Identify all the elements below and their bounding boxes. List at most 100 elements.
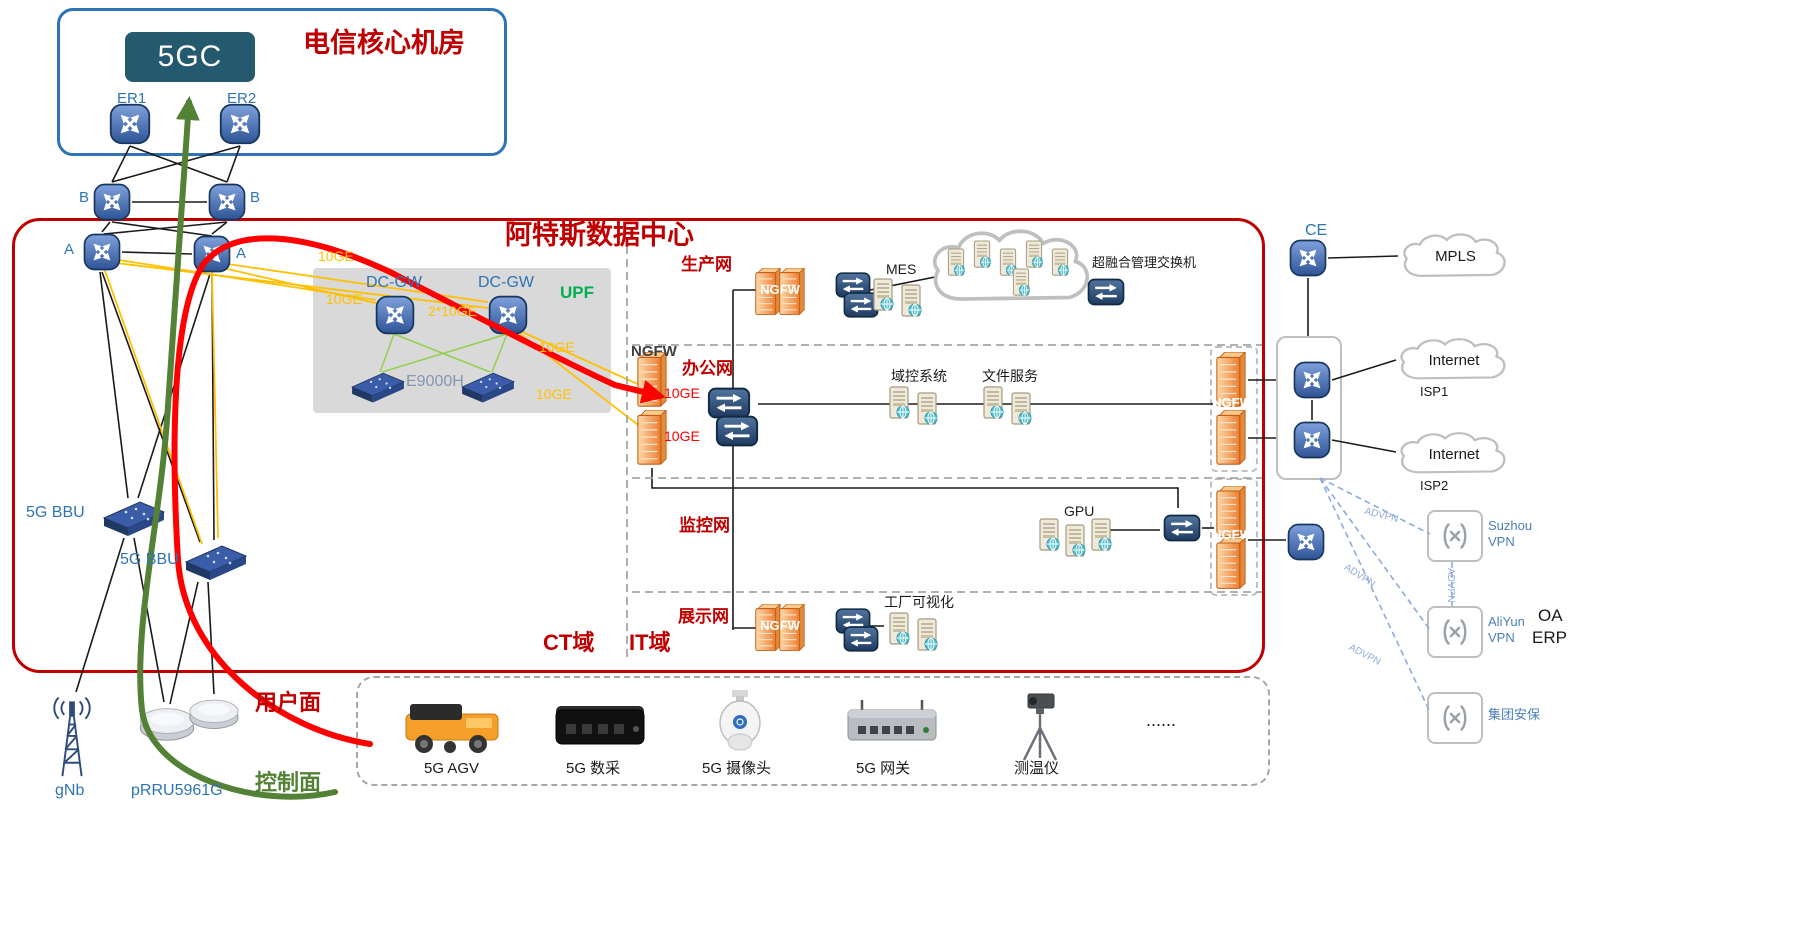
wan-ngfw-enclosure <box>1210 346 1258 472</box>
office-ngfw-icon <box>637 410 667 466</box>
advpn-label: ADVPN <box>1445 568 1456 603</box>
gateway-device-icon <box>842 698 942 752</box>
bbu2-label: 5G BBU <box>120 551 179 568</box>
10ge-label: 10GE <box>536 386 572 402</box>
domain-system-label: 域控系统 <box>891 368 947 384</box>
group-security-label: 集团安保 <box>1488 707 1541 722</box>
suzhou-vpn-label: Suzhou VPN <box>1488 518 1533 550</box>
cloud-server-icon <box>971 240 993 269</box>
control-plane-label: 控制面 <box>255 770 322 795</box>
isp2-label: ISP2 <box>1420 478 1449 493</box>
prod-ngfw-label: NGFW <box>760 282 800 297</box>
10ge-label: 10GE <box>318 248 354 264</box>
bbu1-label: 5G BBU <box>26 504 85 521</box>
display-net-label: 展示网 <box>678 607 729 626</box>
10ge-label: 10GE <box>664 428 700 444</box>
thermometer-label: 测温仪 <box>1014 760 1060 777</box>
router-er1-icon <box>108 102 152 146</box>
gpu-server-icon <box>1062 524 1088 558</box>
cloud-server-icon <box>1023 240 1045 269</box>
monitor-ngfw-icon <box>1216 538 1246 590</box>
monitor-switch-icon <box>1162 508 1202 548</box>
router-dcgw1-icon <box>374 294 416 336</box>
10ge-label: 10GE <box>539 339 575 355</box>
office-switch-icon <box>714 408 760 454</box>
bbu2-icon <box>180 540 252 584</box>
10ge-label: 10GE <box>664 385 700 401</box>
agv-device-icon <box>400 696 504 758</box>
cloud-server-icon <box>945 248 967 277</box>
ce-label: CE <box>1305 222 1328 239</box>
router-b2-icon <box>207 182 247 222</box>
mes-server-icon <box>898 284 924 318</box>
prru-label: pRRU5961G <box>131 782 223 799</box>
gateway-label: 5G 网关 <box>856 760 911 777</box>
dcgw2-label: DC-GW <box>478 274 534 291</box>
internet-router2-icon <box>1292 420 1332 460</box>
camera-device-icon <box>710 688 770 758</box>
gpu-server-icon <box>1088 518 1114 552</box>
er2-label: ER2 <box>227 90 257 107</box>
mes-server-icon <box>870 278 896 312</box>
isp1-label: ISP1 <box>1420 384 1449 399</box>
internet2-label: Internet <box>1428 446 1480 463</box>
10ge-label: 10GE <box>326 291 362 307</box>
suzhou-vpn-gateway-icon <box>1437 518 1473 554</box>
group-security-gateway-icon <box>1437 700 1473 736</box>
wan-ngfw-label: NGFW <box>1212 395 1252 410</box>
daq-label: 5G 数采 <box>566 760 621 777</box>
er1-label: ER1 <box>117 90 147 107</box>
e9000h-label: E9000H <box>406 373 464 390</box>
telecom-room-title: 电信核心机房 <box>303 28 465 58</box>
file-server-icon <box>1008 392 1034 426</box>
internet-router1-icon <box>1292 360 1332 400</box>
domain-server-icon <box>886 386 912 420</box>
office-ngfw-icon <box>637 352 667 408</box>
viz-server-icon <box>886 612 912 646</box>
router-a1-label: A <box>64 241 75 258</box>
advpn-label: ADVPN <box>1346 642 1383 668</box>
cloud-server-icon <box>1049 248 1071 277</box>
router-b1-icon <box>92 182 132 222</box>
oa-label: OA <box>1538 606 1563 625</box>
internet-router-enclosure <box>1276 336 1342 480</box>
gnb-label: gNb <box>55 782 85 799</box>
it-domain-label: IT域 <box>629 630 671 655</box>
wan-ngfw-icon <box>1216 410 1246 466</box>
hci-switch-icon <box>1086 272 1126 312</box>
factory-viz-label: 工厂可视化 <box>884 594 954 610</box>
aliyun-vpn-gateway-icon <box>1437 614 1473 650</box>
internet1-label: Internet <box>1428 352 1480 369</box>
office-net-label: 办公网 <box>682 359 733 378</box>
ct-domain-label: CT域 <box>543 630 595 655</box>
router-a1-icon <box>82 232 122 272</box>
group-security-box <box>1427 692 1483 744</box>
display-switch-icon <box>842 620 880 658</box>
cloud-server-icon <box>1010 268 1032 297</box>
5gc-label: 5GC <box>157 40 223 73</box>
viz-server-icon <box>914 618 940 652</box>
daq-device-icon <box>552 700 648 752</box>
router-er2-icon <box>218 102 262 146</box>
datacenter-title: 阿特斯数据中心 <box>505 220 694 250</box>
agv-label: 5G AGV <box>424 760 480 777</box>
router-b1-label: B <box>79 189 90 206</box>
camera-label: 5G 摄像头 <box>702 760 772 777</box>
thermometer-device-icon <box>1010 688 1070 764</box>
monitor-ngfw-enclosure <box>1210 478 1258 596</box>
dcgw-link-label: 2*10GE <box>428 303 478 319</box>
display-ngfw-label: NGFW <box>760 618 800 633</box>
domain-server-icon <box>914 392 940 426</box>
more-devices-label: ...... <box>1146 710 1177 730</box>
gpu-server-icon <box>1036 518 1062 552</box>
router-b2-label: B <box>250 189 261 206</box>
office-ngfw-label: NGFW <box>631 343 677 360</box>
gpu-label: GPU <box>1064 503 1095 519</box>
router-a2-icon <box>192 234 232 274</box>
monitor-net-label: 监控网 <box>679 516 730 535</box>
upf-label: UPF <box>560 283 594 302</box>
e9000h-server-icon <box>346 368 410 406</box>
production-net-label: 生产网 <box>681 255 732 274</box>
e9000h-server-icon <box>456 368 520 406</box>
5gc-core-box: 5GC <box>125 32 255 82</box>
